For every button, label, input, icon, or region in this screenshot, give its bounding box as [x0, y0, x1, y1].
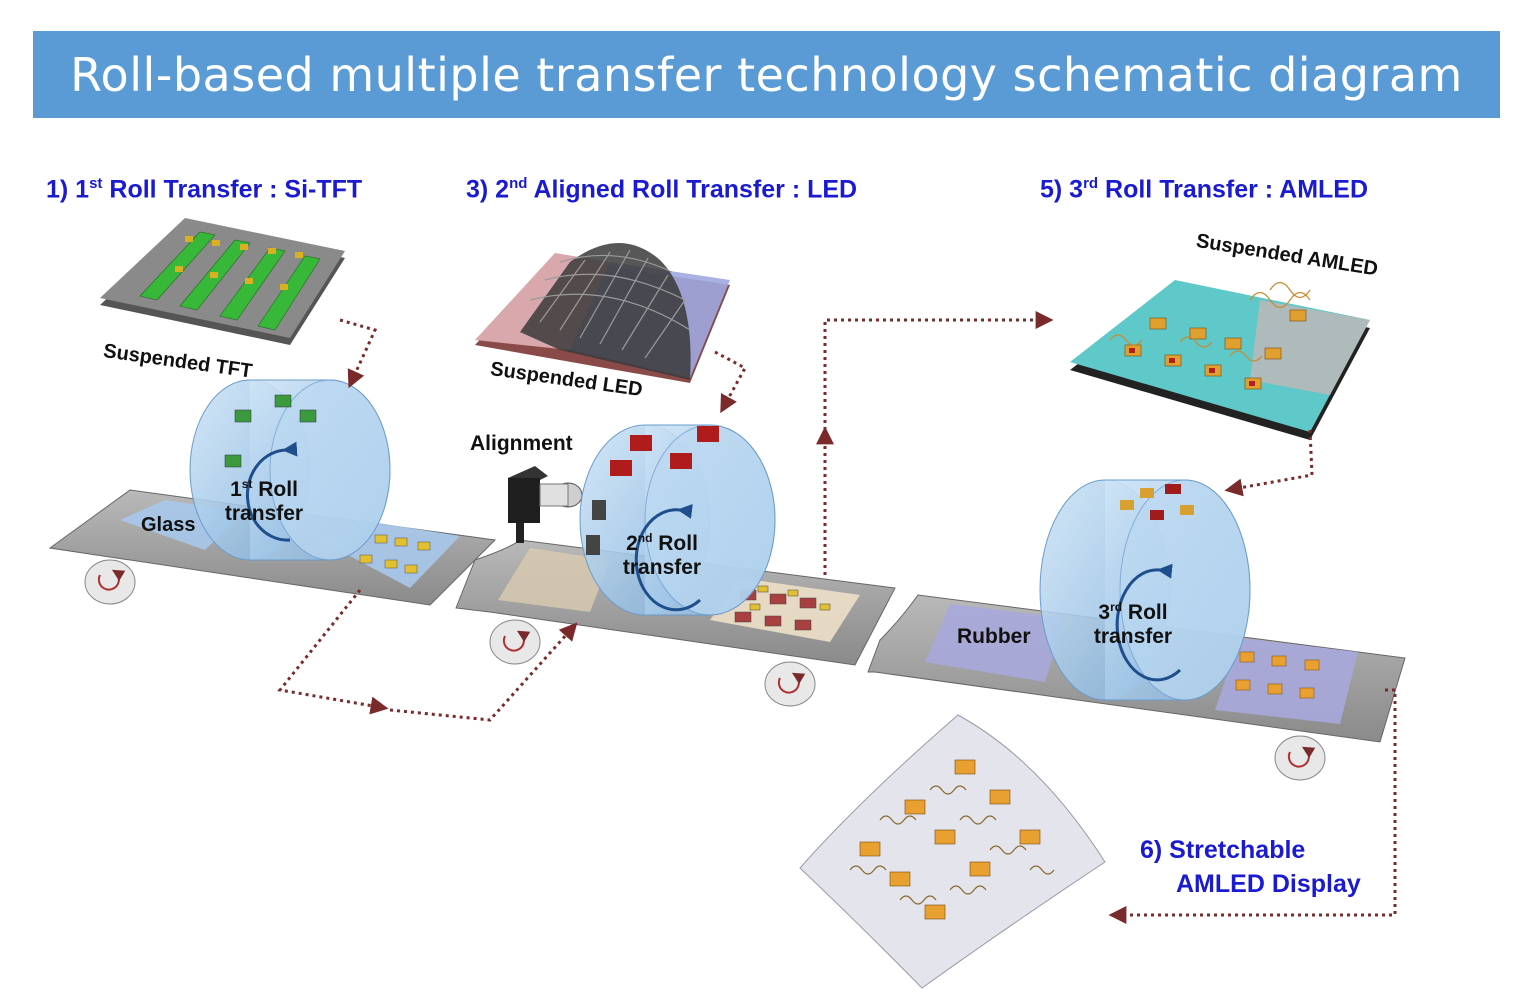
glass-label: Glass — [141, 514, 196, 536]
flow-arrows — [277, 311, 1397, 924]
roll-1-label: 1st Roll transfer — [224, 477, 304, 525]
step-6-heading-line1: 6) Stretchable — [1140, 836, 1306, 864]
rotate-icon — [97, 569, 126, 591]
roller-3 — [1274, 735, 1326, 781]
amled-on-substrate — [1235, 651, 1320, 699]
led-source-substrate — [498, 548, 610, 612]
roll-3-chips — [1120, 484, 1194, 520]
tft-chips-on-substrate — [359, 534, 431, 574]
roll-1-chips — [224, 394, 317, 468]
alignment-camera — [508, 466, 583, 543]
step-3-heading: 3) 2nd Aligned Roll Transfer : LED — [466, 175, 858, 204]
rubber-label: Rubber — [957, 625, 1031, 648]
step-6-heading-line2: AMLED Display — [1176, 870, 1361, 898]
stage-2 — [455, 424, 896, 707]
rubber-substrate — [925, 604, 1065, 682]
page-title: Roll-based multiple transfer technology … — [70, 47, 1463, 102]
roll-3-rotate-arrow — [1115, 563, 1182, 682]
roll-1-rotate-arrow — [245, 441, 298, 542]
roll-3-label: 3rd Roll transfer — [1093, 600, 1173, 648]
roll-2-dark-chips — [586, 500, 606, 555]
suspended-amled-plate — [1070, 280, 1370, 440]
roller-2b — [764, 661, 816, 707]
roller-1 — [84, 559, 136, 605]
stage-3 — [867, 479, 1406, 781]
roller-2a — [489, 619, 541, 665]
stretchable-display — [799, 714, 1106, 989]
roll-2-rotate-arrow — [634, 503, 702, 612]
suspended-led-plate — [475, 242, 730, 383]
title-banner: Roll-based multiple transfer technology … — [33, 31, 1500, 118]
alignment-label: Alignment — [470, 432, 573, 455]
step-5-heading: 5) 3rd Roll Transfer : AMLED — [1040, 175, 1369, 204]
step-1-heading: 1) 1st Roll Transfer : Si-TFT — [46, 175, 363, 204]
roll-2-label: 2nd Roll transfer — [622, 531, 702, 579]
suspended-tft-plate — [100, 218, 345, 345]
roll-2-chips — [610, 426, 719, 476]
stage-1 — [48, 379, 497, 606]
